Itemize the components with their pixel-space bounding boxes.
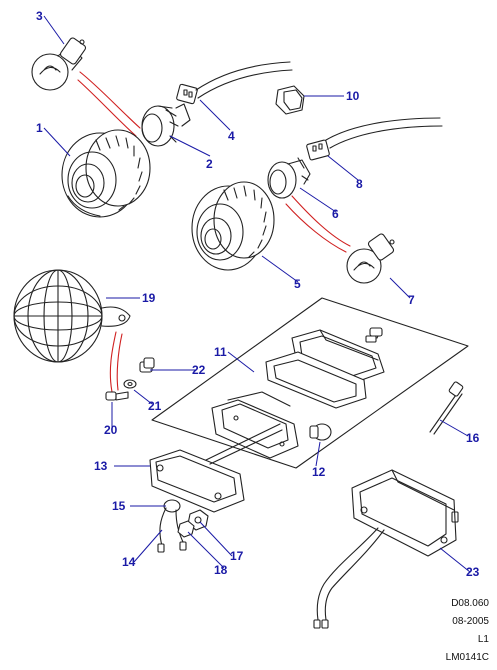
lamp-housing-part-5 (191, 181, 275, 271)
bulb-holder-part-6 (267, 157, 311, 199)
callout-12: 12 (312, 465, 326, 479)
callout-1: 1 (36, 121, 43, 135)
callout-4: 4 (228, 129, 235, 143)
red-wire-f (116, 333, 123, 391)
wire-guard-part-19 (13, 269, 131, 363)
red-wire-b (77, 79, 137, 137)
lamp-body-part-13 (149, 423, 283, 513)
callout-15: 15 (112, 499, 126, 513)
drawing-ref-level: L1 (477, 634, 489, 645)
small-bulb-part-12 (309, 423, 332, 441)
callout-13: 13 (94, 459, 108, 473)
bulb-part-7 (346, 233, 395, 284)
callout-16: 16 (466, 431, 480, 445)
red-wire-a (79, 71, 141, 129)
bulb-holder-part-2 (141, 103, 191, 147)
callout-6: 6 (332, 207, 339, 221)
callout-11: 11 (214, 345, 227, 359)
drawing-ref-date: 08-2005 (452, 616, 489, 627)
callout-7: 7 (408, 293, 415, 307)
callout-8: 8 (356, 177, 363, 191)
screw-part-20 (105, 391, 129, 401)
washer-part-21 (123, 379, 137, 389)
lens-screw (369, 327, 383, 337)
lamp-base-plate (211, 391, 299, 459)
callout-17: 17 (230, 549, 244, 563)
grommet-part-10 (275, 85, 305, 115)
callout-10: 10 (346, 89, 360, 103)
callout-3: 3 (36, 9, 43, 23)
callout-14: 14 (122, 555, 136, 569)
red-wire-c (291, 195, 351, 247)
callout-19: 19 (142, 291, 156, 305)
callout-20: 20 (104, 423, 118, 437)
lamp-assembly-part-23 (313, 469, 459, 629)
nut-part-22 (139, 357, 155, 373)
connector-part-4 (176, 61, 293, 105)
drawing-ref-code: LM0141C (445, 652, 489, 663)
bolt-part-16 (429, 381, 464, 435)
callout-22: 22 (192, 363, 206, 377)
bulb-part-3 (31, 37, 87, 91)
gasket (265, 351, 367, 409)
cable-grommet-part-15 (157, 499, 187, 553)
nut-part-18 (177, 520, 195, 538)
callout-18: 18 (214, 563, 228, 577)
connector-part-8 (306, 117, 443, 161)
callout-5: 5 (294, 277, 301, 291)
callout-23: 23 (466, 565, 480, 579)
drawing-ref-section: D08.060 (451, 598, 489, 609)
lamp-housing-part-1 (61, 129, 151, 218)
callout-labels: 3 1 2 4 10 8 6 5 7 19 11 12 13 15 14 16 … (36, 9, 480, 579)
callout-21: 21 (148, 399, 162, 413)
leader-lines (43, 15, 471, 573)
callout-2: 2 (206, 157, 213, 171)
red-wire-d (285, 203, 347, 253)
red-wire-e (109, 331, 117, 393)
